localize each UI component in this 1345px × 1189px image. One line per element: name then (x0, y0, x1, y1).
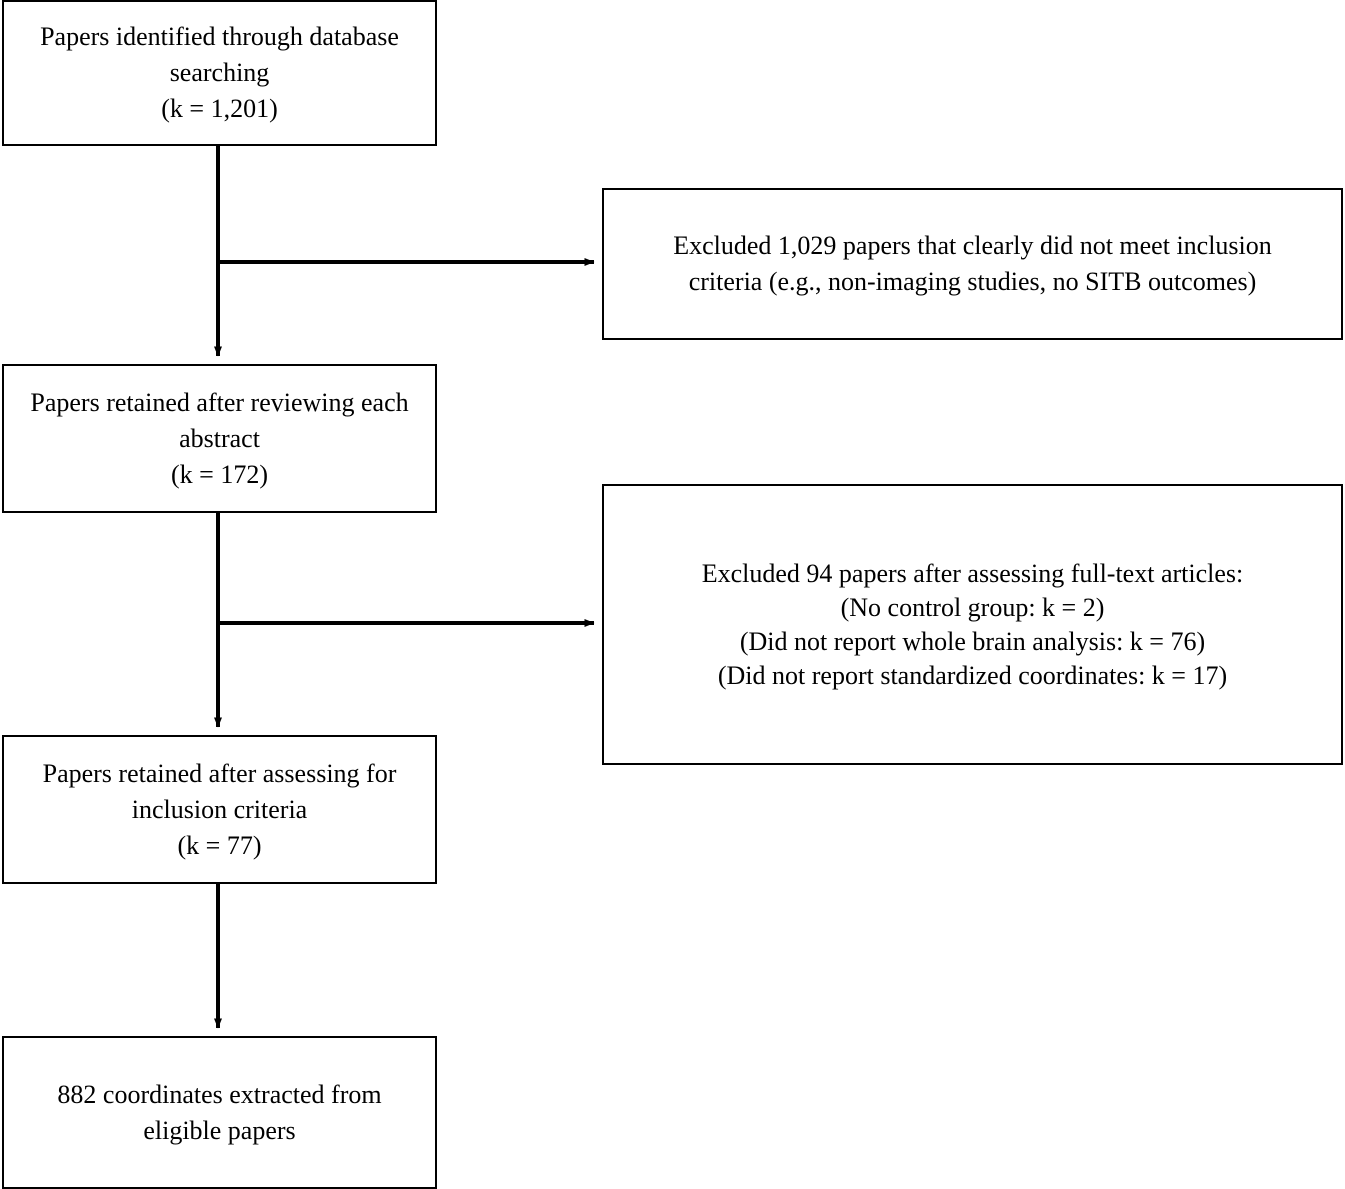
box-coordinates-extracted-text: 882 coordinates extracted from eligible … (57, 1079, 382, 1145)
box-coordinates-extracted: 882 coordinates extracted from eligible … (2, 1036, 437, 1189)
box-papers-identified-text: Papers identified through database searc… (40, 22, 399, 123)
box-papers-retained-inclusion-text: Papers retained after assessing for incl… (42, 758, 397, 860)
box-excluded-full-text-text: Excluded 94 papers after assessing full-… (701, 558, 1244, 690)
box-papers-retained-abstract: Papers retained after reviewing each abs… (2, 364, 437, 513)
box-papers-retained-abstract-text: Papers retained after reviewing each abs… (30, 387, 409, 489)
box-excluded-abstract-screening-text: Excluded 1,029 papers that clearly did n… (673, 231, 1272, 296)
box-excluded-abstract-screening: Excluded 1,029 papers that clearly did n… (602, 188, 1343, 340)
box-excluded-full-text: Excluded 94 papers after assessing full-… (602, 484, 1343, 765)
box-papers-retained-inclusion: Papers retained after assessing for incl… (2, 735, 437, 884)
box-papers-identified: Papers identified through database searc… (2, 0, 437, 146)
